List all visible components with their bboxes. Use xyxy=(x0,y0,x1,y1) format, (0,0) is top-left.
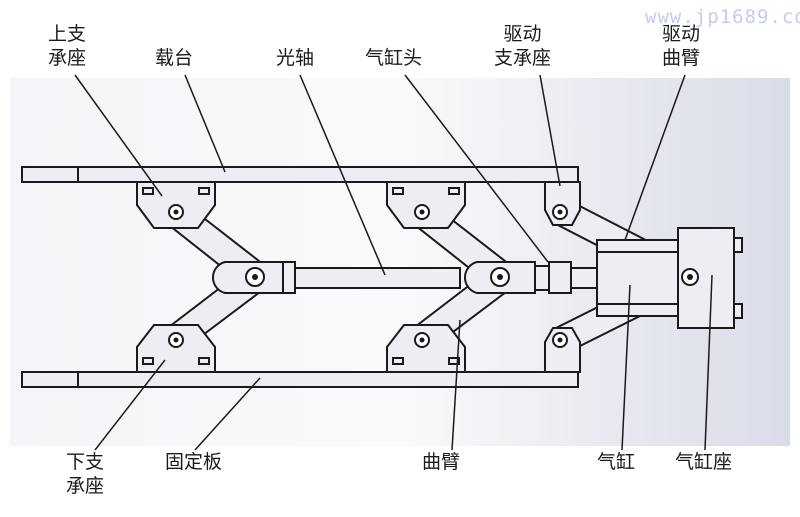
label-line: 承座 xyxy=(66,475,105,497)
label-lower-support: 下支 承座 xyxy=(66,450,104,498)
watermark: www.jp1689.com xyxy=(645,6,800,28)
label-line: 曲臂 xyxy=(662,47,701,69)
label-drive-arm: 驱动 曲臂 xyxy=(662,22,700,70)
label-fixed-plate: 固定板 xyxy=(165,451,223,473)
cylinder xyxy=(596,239,680,317)
label-upper-support: 上支 承座 xyxy=(48,22,86,70)
label-stage: 载台 xyxy=(155,47,194,69)
optical-shaft xyxy=(294,267,461,289)
label-optical-shaft: 光轴 xyxy=(276,47,315,69)
cylinder-head xyxy=(534,261,598,294)
label-line: 支承座 xyxy=(494,47,552,69)
fixed-plate xyxy=(21,371,579,388)
label-cylinder-seat: 气缸座 xyxy=(675,451,733,473)
label-drive-support: 驱动 支承座 xyxy=(494,22,551,70)
label-cylinder-head: 气缸头 xyxy=(365,47,423,69)
label-crank-arm: 曲臂 xyxy=(422,451,461,473)
label-line: 驱动 xyxy=(503,23,542,45)
label-cylinder: 气缸 xyxy=(597,451,636,473)
leader-lines xyxy=(74,74,713,451)
label-line: 承座 xyxy=(48,47,87,69)
lower-supports xyxy=(136,324,581,373)
label-line: 驱动 xyxy=(662,23,701,45)
label-line: 下支 xyxy=(66,451,105,473)
label-line: 上支 xyxy=(48,23,87,45)
stage-plate xyxy=(21,166,579,183)
